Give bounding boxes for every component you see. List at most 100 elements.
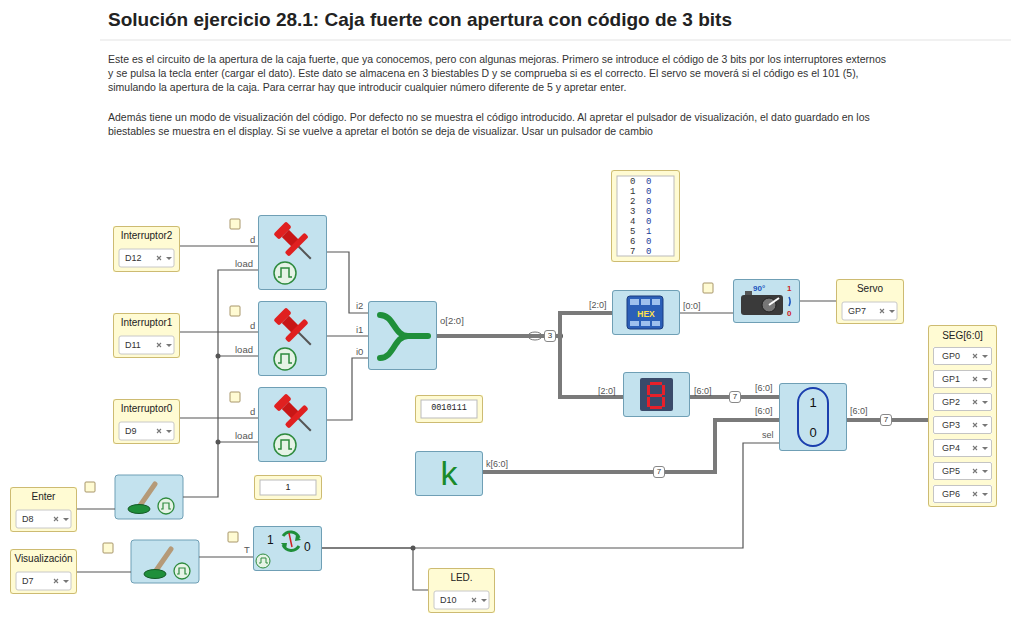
node-label: Interruptor2 <box>121 230 173 242</box>
constant-checkbox <box>103 543 113 553</box>
node-label: 90° <box>753 284 765 294</box>
dropdown-box <box>119 336 174 354</box>
circuit-art <box>128 484 174 514</box>
signal-wire <box>327 252 368 313</box>
node-label: SEG[6:0] <box>942 330 983 342</box>
output-pin: ServoGP7 <box>836 279 904 324</box>
dropdown-glyphs <box>54 256 988 602</box>
dropdown-fill <box>933 462 992 480</box>
node-label: D8 <box>22 514 34 525</box>
display-window <box>617 176 674 256</box>
pin-dropdown: GP1 <box>933 370 992 388</box>
node-label: [6:0] <box>694 386 712 397</box>
node-label: 1 <box>646 227 651 238</box>
dropdown-box <box>119 249 174 267</box>
wire <box>77 571 131 572</box>
pin-fill <box>113 399 180 444</box>
rom-icon <box>630 299 639 305</box>
pin-fill <box>928 325 997 507</box>
seven-segment-icon <box>647 382 665 409</box>
dropdown-glyphs <box>157 256 172 260</box>
signal-wire <box>327 335 368 336</box>
node-label: d <box>250 406 255 417</box>
servo-icon <box>789 297 790 306</box>
signal-wire <box>800 300 836 301</box>
junction-dot <box>216 440 221 445</box>
node-label: Interruptor0 <box>121 403 173 415</box>
value-display: 1 <box>254 475 322 500</box>
output-pin-group: SEG[6:0]GP0GP1GP2GP3GP4GP5GP6 <box>928 325 997 507</box>
bcd-7seg-decoder: [2:0][6:0] <box>623 372 690 417</box>
node-label: 1 <box>285 482 290 493</box>
node-label: [6:0] <box>850 406 868 417</box>
dropdown-glyphs <box>54 579 69 583</box>
node-label: 0010111 <box>431 403 467 413</box>
toggle-icon <box>259 558 268 563</box>
dropdown-glyphs <box>472 598 487 602</box>
seven-segment-icon <box>640 378 673 411</box>
wire <box>218 355 258 356</box>
node-label: 1 <box>787 284 791 294</box>
signal-wire <box>680 312 733 313</box>
rom-icon <box>627 296 663 329</box>
signal-wire <box>180 417 258 418</box>
bus-width-label: 7 <box>653 466 665 478</box>
page-title: Solución ejercicio 28.1: Caja fuerte con… <box>108 9 732 31</box>
node-label: i1 <box>356 324 363 335</box>
node-label: k[6:0] <box>486 459 508 470</box>
toggle-icon <box>289 533 292 547</box>
dropdown-fill <box>933 439 992 457</box>
dropdown-box <box>842 302 897 320</box>
input-pin: EnterD8 <box>10 487 77 532</box>
node-label: T <box>244 544 250 555</box>
node-label: 1 <box>630 187 635 198</box>
block-fill <box>415 451 483 496</box>
wire <box>77 270 258 572</box>
node-label: D11 <box>125 340 141 351</box>
pin-dropdown: GP5 <box>933 462 992 480</box>
multiplexer: [6:0][6:0]sel[6:0]10 <box>779 383 847 451</box>
pin-fill <box>113 313 180 358</box>
constant-checkbox <box>230 306 240 316</box>
input-pin: Interruptor1D11 <box>113 313 180 358</box>
node-label: 0 <box>646 177 651 188</box>
toggle-block: T10 <box>253 526 322 571</box>
node-label: 0 <box>646 197 651 208</box>
pushbutton-block <box>131 540 199 583</box>
bus-width-label: 7 <box>729 391 741 403</box>
block-fill <box>612 290 680 335</box>
junction-dot <box>216 354 221 359</box>
servo-icon <box>741 295 783 315</box>
circuit-art <box>270 304 321 370</box>
d-flipflop: dload <box>258 215 327 290</box>
node-label: 2 <box>630 197 635 208</box>
pin-dropdown: GP4 <box>933 439 992 457</box>
rom-icon <box>652 321 660 326</box>
node-label: 0 <box>646 217 651 228</box>
node-label: k <box>441 453 458 494</box>
signal-wire <box>322 443 779 548</box>
wire <box>199 556 253 557</box>
rom-contents-table: 0010203040516070 <box>611 170 680 262</box>
bus-wire <box>437 313 612 336</box>
dropdown-glyphs <box>973 492 988 496</box>
node-label: GP5 <box>942 466 960 477</box>
constant-checkbox <box>228 532 238 542</box>
junction-dot <box>216 333 564 551</box>
node-label: 0 <box>646 207 651 218</box>
node-label: D7 <box>22 576 34 587</box>
signal-wire <box>180 331 258 332</box>
dropdown-glyphs <box>880 309 895 313</box>
block-fill <box>779 383 847 451</box>
servo-icon <box>769 298 779 305</box>
node-label: D12 <box>125 253 142 264</box>
description-paragraph: Además tiene un modo de visualización de… <box>108 110 893 138</box>
rom-icon <box>627 296 663 329</box>
pin-dropdown: GP3 <box>933 416 992 434</box>
seven-segment-icon <box>650 382 662 385</box>
pin-fill <box>428 568 495 613</box>
seven-segment-icon <box>650 394 662 397</box>
d-flipflop: dload <box>258 387 327 462</box>
pushbutton-block <box>115 475 199 583</box>
